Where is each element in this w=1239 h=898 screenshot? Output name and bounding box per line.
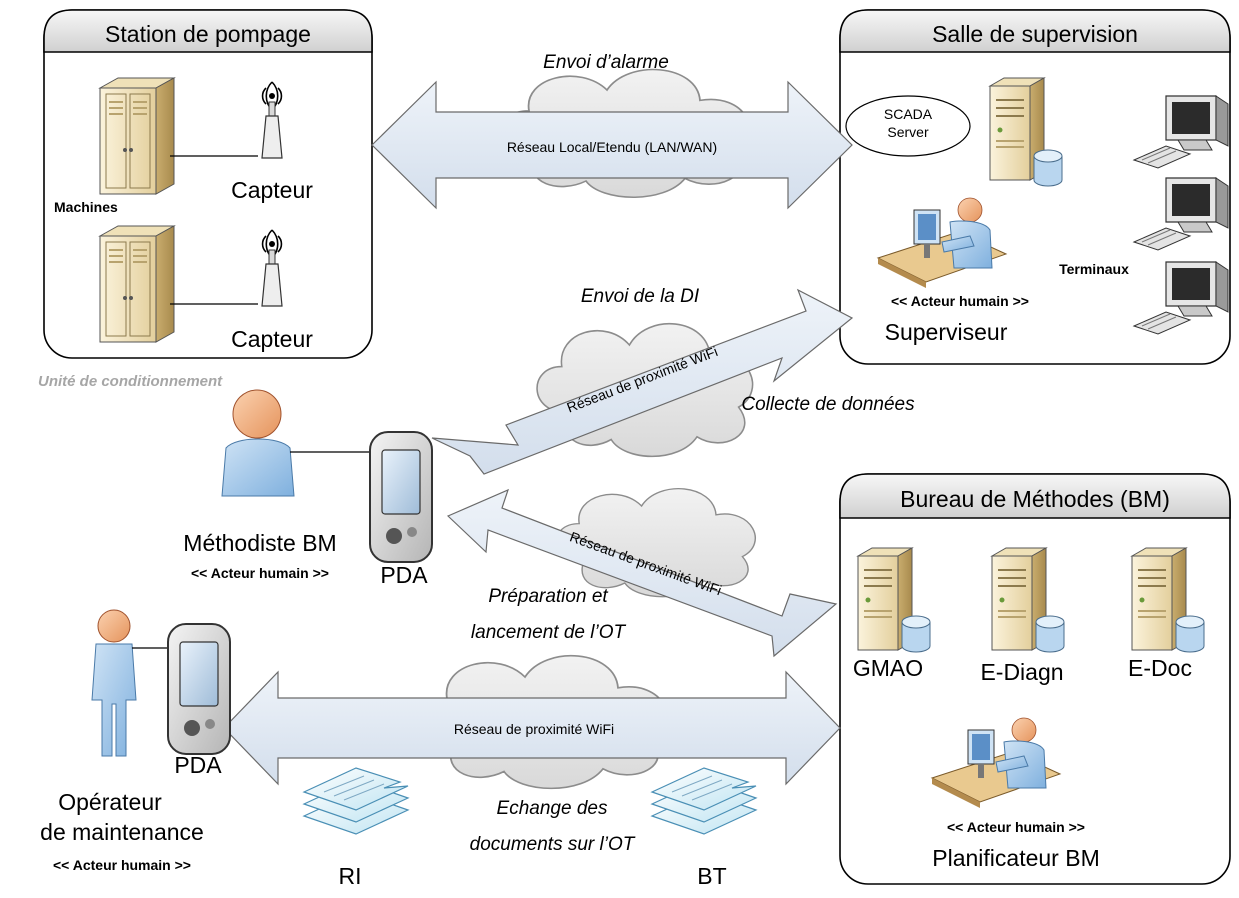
link-caption: Préparation et [488, 586, 608, 607]
document-stack-icon [651, 767, 757, 835]
link-lan-wan: Réseau Local/Etendu (LAN/WAN) Envoi d’al… [371, 52, 853, 210]
pda-icon [369, 431, 433, 563]
pda-label: PDA [174, 752, 222, 778]
actor-tag: << Acteur humain >> [53, 857, 191, 873]
link-label: Réseau Local/Etendu (LAN/WAN) [507, 139, 717, 155]
link-wifi-methodes: Réseau de proximité WiFi Préparation et … [446, 487, 838, 658]
server-label: GMAO [853, 655, 923, 681]
database-icon [1175, 615, 1205, 653]
server-label: E-Doc [1128, 655, 1192, 681]
machine-icon [99, 225, 175, 343]
wifi-arrow [431, 288, 854, 475]
sensor-label: Capteur [231, 177, 313, 203]
person-icon [221, 389, 295, 497]
actor-name: Méthodiste BM [183, 530, 336, 556]
database-icon [901, 615, 931, 653]
supervisor-label: Superviseur [885, 319, 1008, 345]
link-label: Réseau de proximité WiFi [454, 721, 614, 737]
panel-frame [43, 9, 373, 359]
actor-tag: << Acteur humain >> [947, 819, 1085, 835]
database-icon [1035, 615, 1065, 653]
pda-icon [167, 623, 231, 755]
scada-label: Server [887, 124, 929, 140]
link-caption: Collecte de données [741, 394, 915, 415]
link-caption: documents sur l’OT [470, 834, 636, 855]
planner-label: Planificateur BM [932, 845, 1099, 871]
panel-bureau-de-methodes: Bureau de Méthodes (BM) GMAO E-Diagn E-D… [839, 473, 1231, 885]
panel-title: Bureau de Méthodes (BM) [900, 486, 1170, 512]
actor-tag: << Acteur humain >> [891, 293, 1029, 309]
unit-label: Unité de conditionnement [38, 373, 223, 390]
machine-icon [99, 77, 175, 195]
panel-header [43, 9, 373, 53]
scada-label: SCADA [884, 106, 933, 122]
sensor-label: Capteur [231, 326, 313, 352]
link-caption: Envoi d’alarme [543, 52, 669, 73]
panel-title: Station de pompage [105, 21, 311, 47]
scada-bubble [845, 95, 971, 157]
panel-station-de-pompage: Station de pompage Capteur Capteur Machi… [43, 9, 373, 359]
wifi-arrow [446, 488, 838, 658]
link-wifi-supervision: Réseau de proximité WiFi Envoi de la DI … [431, 286, 915, 475]
document-stack-icon [303, 767, 409, 835]
actor-methodiste: Méthodiste BM << Acteur humain >> PDA [183, 389, 433, 588]
document-label: BT [697, 863, 726, 889]
actor-operateur: PDA Opérateur de maintenance << Acteur h… [40, 609, 231, 873]
panel-salle-de-supervision: Salle de supervision SCADA Server << Act… [839, 9, 1231, 365]
panel-header [839, 9, 1231, 53]
actor-name: de maintenance [40, 819, 204, 845]
panel-title: Salle de supervision [932, 21, 1138, 47]
link-wifi-operateur: Réseau de proximité WiFi Echange des doc… [223, 654, 841, 855]
actor-tag: << Acteur humain >> [191, 565, 329, 581]
document-label: RI [339, 863, 362, 889]
actor-name: Opérateur [58, 789, 162, 815]
machines-label: Machines [54, 199, 118, 215]
person-standing-icon [91, 609, 137, 757]
panel-header [839, 473, 1231, 519]
lan-arrow [371, 80, 853, 210]
server-label: E-Diagn [980, 659, 1063, 685]
link-caption: Envoi de la DI [581, 286, 700, 307]
terminals-label: Terminaux [1059, 261, 1129, 277]
link-caption: lancement de l’OT [471, 622, 627, 643]
wifi-arrow [223, 670, 841, 786]
pda-label: PDA [380, 562, 428, 588]
link-caption: Echange des [497, 798, 608, 819]
database-icon [1033, 149, 1063, 187]
